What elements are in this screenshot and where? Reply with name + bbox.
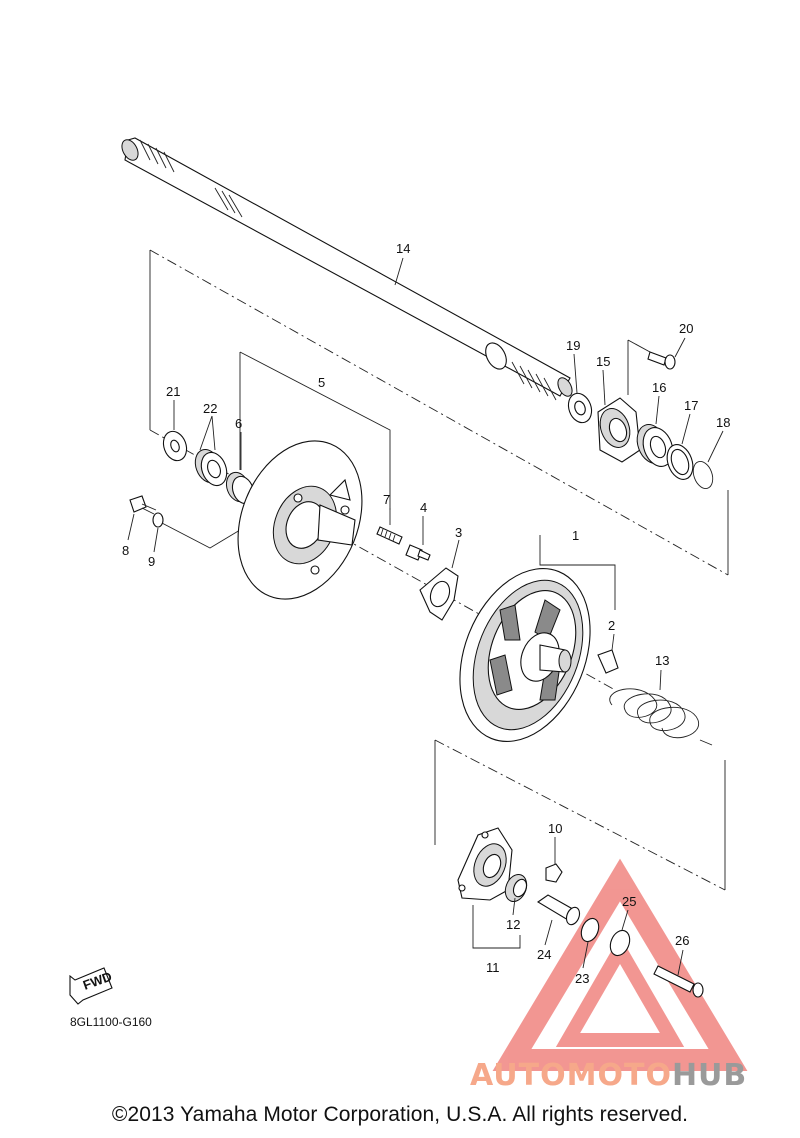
leader-14 bbox=[394, 257, 404, 286]
bracket-lower bbox=[434, 740, 726, 890]
part-7-pin bbox=[376, 526, 403, 545]
axis-line-lower bbox=[434, 739, 726, 891]
part-11-cam-assembly bbox=[457, 827, 513, 901]
callout-8: 8 bbox=[122, 543, 129, 558]
callout-13: 13 bbox=[655, 653, 669, 668]
part-24-sleeve bbox=[536, 894, 581, 926]
bracket-upper bbox=[149, 250, 729, 575]
part-22-bushing bbox=[194, 449, 228, 487]
part-17-circlip bbox=[666, 444, 694, 480]
axis-line-upper bbox=[149, 249, 729, 576]
part-19-washer bbox=[567, 392, 593, 424]
watermark-logo bbox=[492, 858, 748, 1071]
part-16-bearing bbox=[636, 424, 674, 467]
part-20-bolt bbox=[647, 351, 676, 370]
callout-23: 23 bbox=[575, 971, 589, 986]
fwd-arrow-icon: FWD bbox=[69, 967, 114, 1005]
callout-16: 16 bbox=[652, 380, 666, 395]
bracket-sheave bbox=[539, 535, 616, 610]
part-12-bushing bbox=[504, 873, 528, 903]
watermark-text-auto: AUTO bbox=[470, 1058, 567, 1093]
part-5-fixed-sheave bbox=[237, 440, 363, 600]
part-21-washer bbox=[162, 430, 188, 462]
callout-20: 20 bbox=[679, 321, 693, 336]
callout-4: 4 bbox=[420, 500, 427, 515]
callout-18: 18 bbox=[716, 415, 730, 430]
callout-24: 24 bbox=[537, 947, 551, 962]
callout-14: 14 bbox=[396, 241, 410, 256]
callout-6: 6 bbox=[235, 416, 242, 431]
watermark-text: AUTOMOTOHUB bbox=[470, 1058, 747, 1093]
bracket-20 bbox=[627, 339, 651, 395]
callout-10: 10 bbox=[548, 821, 562, 836]
callout-7: 7 bbox=[383, 492, 390, 507]
watermark-text-moto: MOTO bbox=[566, 1058, 672, 1093]
callout-5: 5 bbox=[318, 375, 325, 390]
part-2-slider bbox=[597, 649, 619, 674]
callout-12: 12 bbox=[506, 917, 520, 932]
part-18-snap-ring bbox=[692, 461, 714, 489]
watermark-text-hub: HUB bbox=[671, 1058, 748, 1093]
bracket-8-9 bbox=[159, 521, 241, 549]
part-10-nut bbox=[545, 863, 563, 883]
callout-25: 25 bbox=[622, 894, 636, 909]
part-8-bolt bbox=[129, 495, 157, 515]
callout-2: 2 bbox=[608, 618, 615, 633]
bracket-secondary bbox=[239, 351, 391, 510]
callout-15: 15 bbox=[596, 354, 610, 369]
diagram-code: 8GL1100-G160 bbox=[70, 1015, 152, 1029]
callout-1: 1 bbox=[572, 528, 579, 543]
leader-lines bbox=[127, 337, 724, 976]
part-3-gasket bbox=[419, 567, 459, 621]
copyright-notice: ©2013 Yamaha Motor Corporation, U.S.A. A… bbox=[111, 1103, 689, 1126]
part-4-screw bbox=[405, 544, 431, 561]
part-26-bolt bbox=[653, 965, 704, 998]
part-15-bearing-housing bbox=[597, 397, 641, 463]
callout-9: 9 bbox=[148, 554, 155, 569]
callout-19: 19 bbox=[566, 338, 580, 353]
part-9-washer bbox=[152, 512, 164, 528]
callout-26: 26 bbox=[675, 933, 689, 948]
part-13-spring bbox=[609, 688, 713, 746]
callout-22: 22 bbox=[203, 401, 217, 416]
main-shaft bbox=[121, 137, 573, 401]
callout-labels: 1 2 3 4 5 6 7 8 9 10 11 12 13 14 15 16 1… bbox=[122, 241, 730, 986]
callout-21: 21 bbox=[166, 384, 180, 399]
callout-11: 11 bbox=[486, 960, 500, 975]
part-23-washer bbox=[580, 917, 600, 943]
part-25-washer bbox=[609, 929, 631, 957]
callout-3: 3 bbox=[455, 525, 462, 540]
part-1-movable-sheave bbox=[459, 568, 591, 742]
bracket-11 bbox=[472, 905, 521, 949]
callout-17: 17 bbox=[684, 398, 698, 413]
